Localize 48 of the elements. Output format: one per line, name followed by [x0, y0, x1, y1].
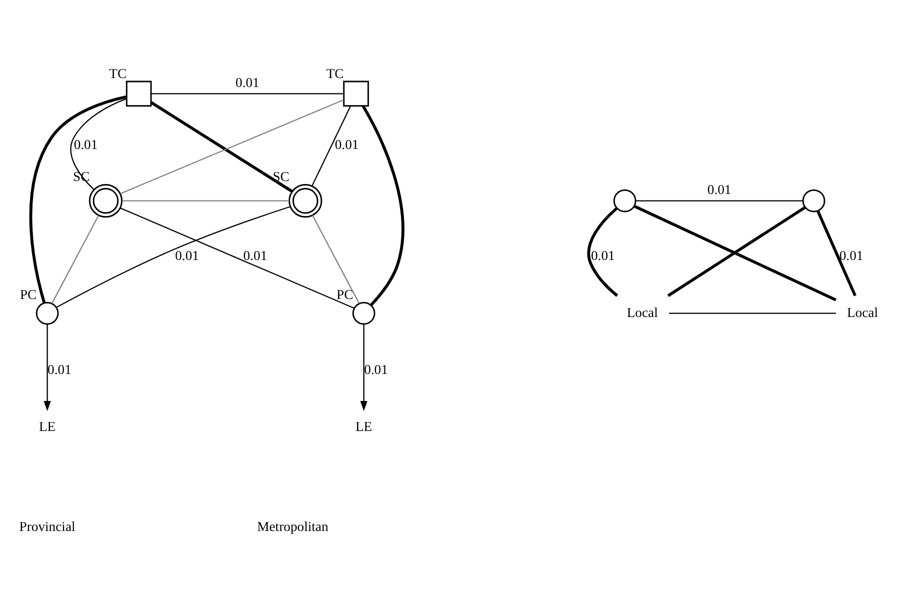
connector	[636, 200, 803, 202]
connector	[151, 93, 344, 94]
edge-label: 0.01	[48, 362, 72, 377]
connector	[51, 215, 100, 304]
edge-label: 0.01	[364, 362, 388, 377]
edge-label: 0.01	[707, 182, 732, 198]
node-circle	[613, 189, 636, 212]
node-circle	[36, 302, 59, 325]
node-box	[126, 80, 152, 107]
connector	[312, 106, 352, 186]
node-label: PC	[336, 286, 354, 302]
node-text: Local	[626, 304, 658, 320]
edge-label: 0.01	[334, 136, 359, 152]
edge-label: 0.01	[243, 248, 268, 263]
label: Provincial	[19, 519, 76, 534]
edge-label: 0.01	[839, 248, 864, 263]
connector	[120, 99, 344, 194]
connector	[587, 207, 618, 297]
node-label: PC	[20, 286, 37, 302]
edge-label: 0.01	[74, 136, 98, 152]
connector	[667, 206, 806, 297]
arrow	[360, 324, 368, 412]
edge-label: 0.01	[236, 75, 260, 90]
node-text: Local	[846, 304, 878, 320]
node-text: LE	[355, 418, 372, 434]
connector	[150, 101, 293, 193]
node-circle	[352, 302, 376, 325]
connector	[56, 206, 290, 308]
arrow	[44, 324, 51, 412]
node-text: LE	[38, 418, 56, 434]
connector	[120, 208, 355, 309]
label: Metropolitan	[257, 519, 328, 534]
node-circle	[802, 189, 826, 212]
connector	[634, 204, 836, 302]
edge-label: 0.01	[175, 248, 199, 263]
edge-label: 0.01	[591, 248, 615, 263]
connector	[312, 215, 360, 304]
node-label: TC	[109, 66, 127, 81]
connector	[29, 95, 127, 304]
node-circle	[88, 184, 123, 218]
connector	[669, 312, 836, 314]
connector	[816, 210, 856, 296]
connector	[362, 105, 404, 306]
node-circle	[288, 184, 322, 218]
connector	[122, 200, 290, 202]
node-box	[343, 80, 369, 107]
node-label: TC	[326, 66, 344, 81]
connector	[70, 98, 127, 190]
